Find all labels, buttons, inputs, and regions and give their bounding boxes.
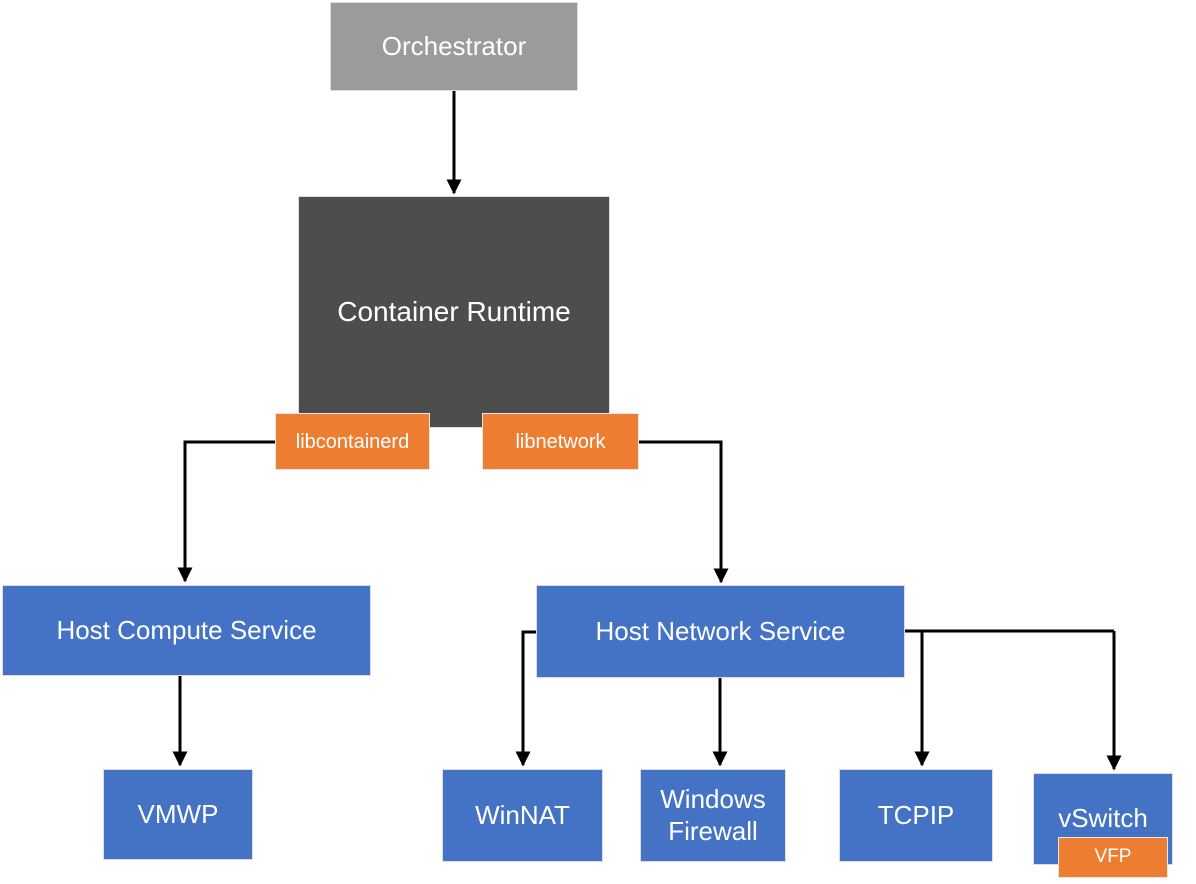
node-vswitch-label: vSwitch xyxy=(1058,803,1148,834)
node-container-runtime-label: Container Runtime xyxy=(337,296,571,328)
node-vmwp-label: VMWP xyxy=(137,798,219,829)
node-libnetwork: libnetwork xyxy=(482,413,639,470)
node-host-network-service-label: Host Network Service xyxy=(595,615,846,646)
node-tcpip: TCPIP xyxy=(839,769,993,862)
node-windows-firewall-label: Windows Firewall xyxy=(660,784,766,846)
node-libnetwork-label: libnetwork xyxy=(515,430,606,453)
node-orchestrator-label: Orchestrator xyxy=(381,30,527,61)
node-host-compute-service: Host Compute Service xyxy=(2,585,371,676)
node-vmwp: VMWP xyxy=(103,769,253,860)
node-winnat-label: WinNAT xyxy=(475,799,570,830)
node-windows-firewall: Windows Firewall xyxy=(640,769,786,862)
node-host-network-service: Host Network Service xyxy=(536,585,905,678)
node-container-runtime: Container Runtime xyxy=(298,196,610,428)
node-winnat: WinNAT xyxy=(442,769,603,862)
node-vfp: VFP xyxy=(1058,837,1168,878)
node-libcontainerd: libcontainerd xyxy=(275,413,430,470)
node-tcpip-label: TCPIP xyxy=(877,799,955,830)
edge-libcontainerd-to-host-compute-service xyxy=(177,440,280,583)
node-vfp-label: VFP xyxy=(1094,846,1132,868)
node-libcontainerd-label: libcontainerd xyxy=(295,430,410,453)
node-host-compute-service-label: Host Compute Service xyxy=(56,614,317,645)
edge-libnetwork-to-host-network-service xyxy=(635,440,729,584)
node-orchestrator: Orchestrator xyxy=(330,2,578,91)
